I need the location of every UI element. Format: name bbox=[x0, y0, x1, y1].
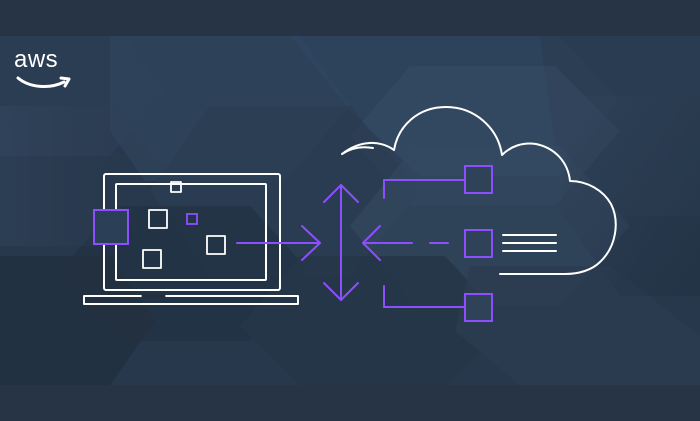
aws-smile-icon bbox=[16, 76, 71, 88]
right-arrow-icon bbox=[236, 225, 321, 261]
laptop-accent-squares bbox=[93, 209, 198, 245]
logo-text: aws bbox=[14, 46, 59, 73]
aws-logo: aws bbox=[14, 48, 76, 92]
vertical-double-arrow-icon bbox=[323, 184, 359, 301]
square-node-icon bbox=[464, 165, 493, 322]
left-arrow-icon bbox=[362, 225, 449, 261]
cloud-connector-lines bbox=[383, 179, 465, 308]
bottom-band bbox=[0, 385, 700, 421]
hero-panel bbox=[0, 36, 700, 385]
top-band bbox=[0, 0, 700, 36]
background-pattern bbox=[0, 36, 700, 385]
cloud-icon bbox=[341, 106, 617, 275]
data-lines bbox=[502, 234, 557, 252]
